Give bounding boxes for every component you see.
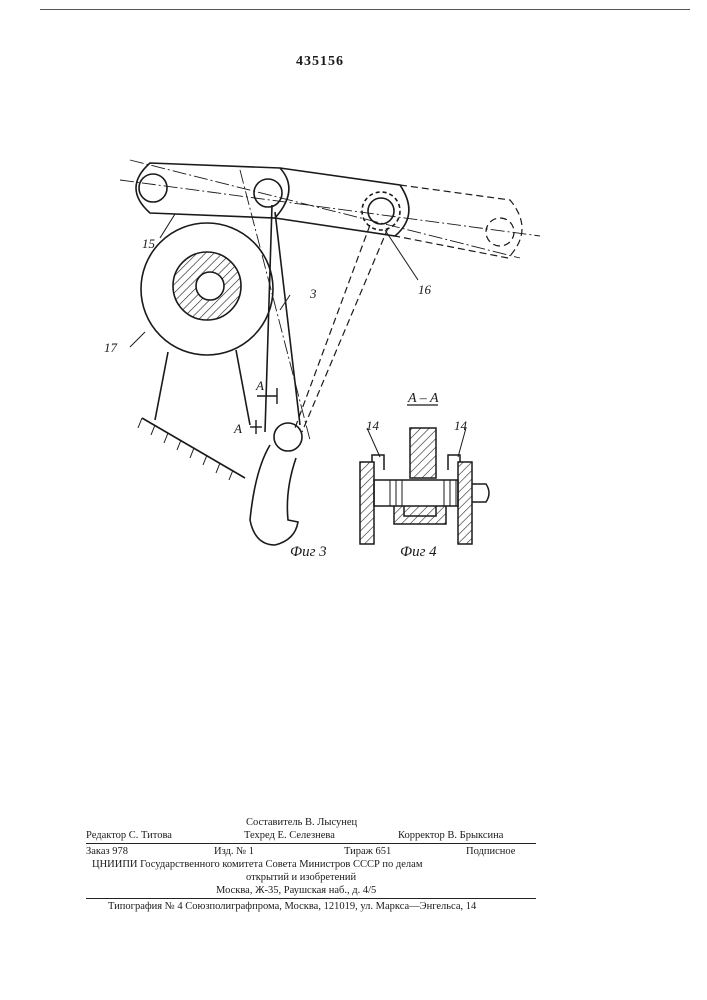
label-part-3: 3 [309, 286, 317, 301]
imprint-block: Составитель В. Лысунец Редактор С. Титов… [86, 816, 536, 913]
imprint-rule-bottom [86, 898, 536, 899]
figure-4 [360, 405, 489, 544]
label-fig-3: Фиг 3 [290, 544, 327, 560]
label-part-14-right: 14 [454, 418, 468, 433]
imprint-row-staff: Редактор С. Титова Техред Е. Селезнева К… [86, 829, 536, 842]
chain-link-dashed [395, 185, 522, 258]
arm-dashed [295, 225, 388, 432]
label-cut-a-upper: A [255, 378, 264, 393]
imprint-row-institute: ЦНИИПИ Государственного комитета Совета … [86, 858, 536, 871]
label-part-16: 16 [418, 282, 432, 297]
label-part-14-left: 14 [366, 418, 380, 433]
address: Москва, Ж-35, Раушская наб., д. 4/5 [216, 884, 376, 897]
print-run: Тираж 651 [344, 845, 391, 858]
figure-3 [120, 160, 540, 545]
imprint-rule-top [86, 843, 536, 844]
subscription: Подписное [466, 845, 515, 858]
support-frame [138, 350, 250, 480]
label-fig-4: Фиг 4 [400, 544, 437, 560]
compiler: Составитель В. Лысунец [246, 816, 357, 829]
imprint-row-order: Заказ 978 Изд. № 1 Тираж 651 Подписное [86, 845, 536, 858]
drum-17 [141, 223, 273, 355]
institute-line-2: открытий и изобретений [246, 871, 356, 884]
editor: Редактор С. Титова [86, 829, 172, 842]
tech-editor: Техред Е. Селезнева [244, 829, 335, 842]
imprint-row-institute-2: открытий и изобретений [86, 871, 536, 884]
imprint-row-printing: Типография № 4 Союзполиграфпрома, Москва… [86, 900, 536, 913]
label-section-aa: A – A [407, 391, 439, 406]
section-marks [250, 388, 277, 434]
edition-number: Изд. № 1 [214, 845, 254, 858]
imprint-row-compiler: Составитель В. Лысунец [86, 816, 536, 829]
imprint-row-address: Москва, Ж-35, Раушская наб., д. 4/5 [86, 884, 536, 897]
chain-link-15 [136, 163, 409, 236]
order-number: Заказ 978 [86, 845, 128, 858]
institute-line-1: ЦНИИПИ Государственного комитета Совета … [92, 858, 422, 871]
proofreader: Корректор В. Брыксина [398, 829, 503, 842]
printing-house: Типография № 4 Союзполиграфпрома, Москва… [108, 900, 476, 913]
label-part-15: 15 [142, 236, 156, 251]
label-cut-a-lower: A [233, 421, 242, 436]
label-part-17: 17 [104, 340, 118, 355]
arm-3 [250, 205, 302, 545]
